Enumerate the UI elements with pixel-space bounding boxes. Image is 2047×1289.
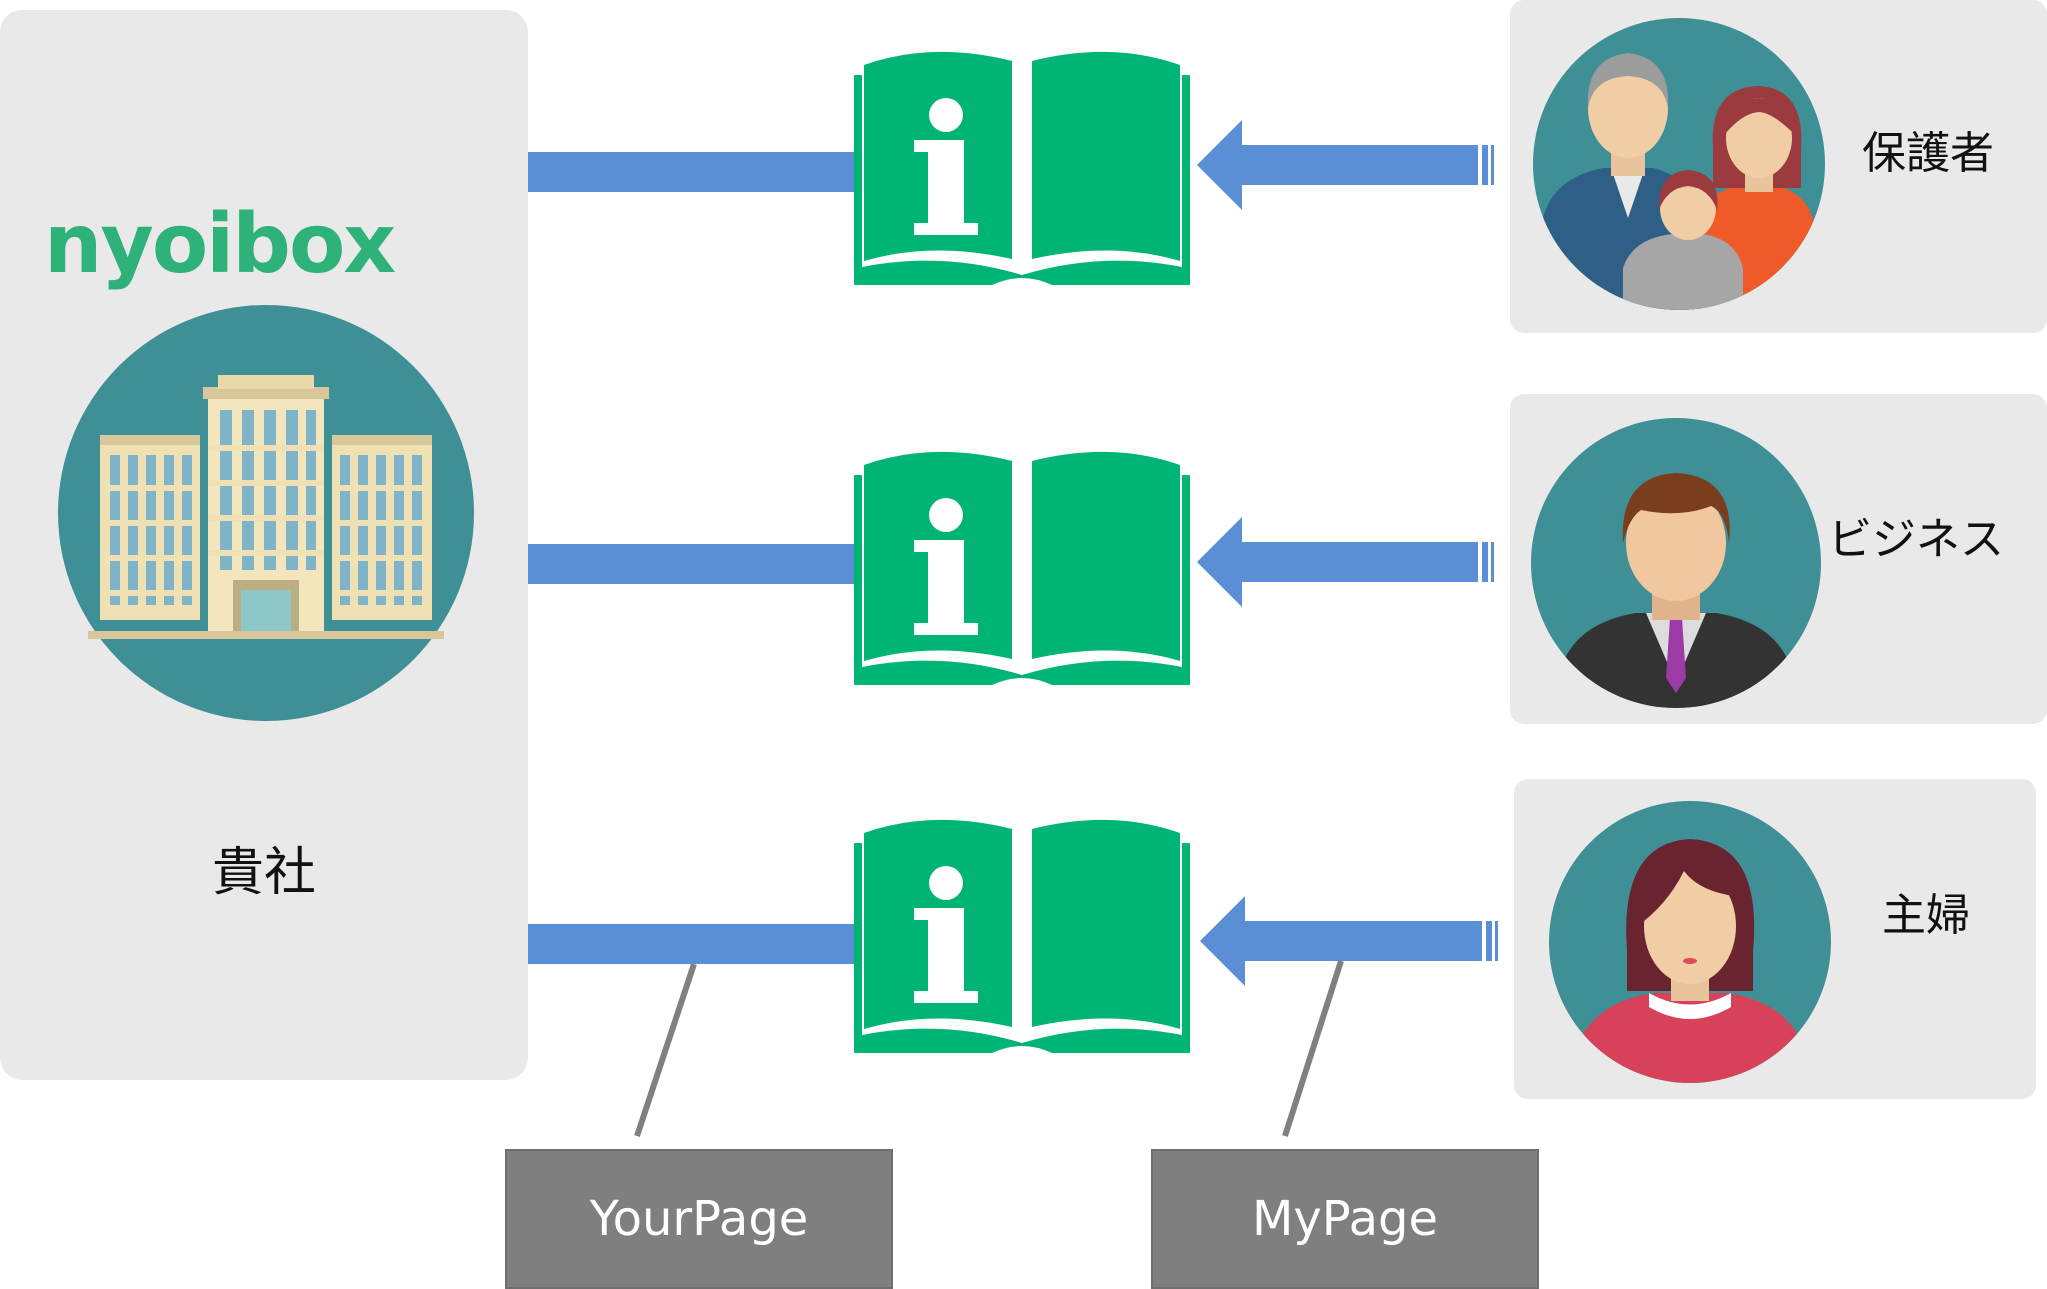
nyoibox-logo: nyoibox [44, 197, 397, 292]
user-arrow [1200, 896, 1498, 986]
woman-icon [1549, 801, 1831, 1083]
businessman-icon [1531, 418, 1821, 708]
info-book-icon [854, 51, 1190, 285]
yourpage-box: YourPage [505, 1149, 893, 1289]
user-label: 保護者 [1862, 128, 1994, 179]
company-link-bar [528, 152, 858, 192]
yourpage-leader-line [634, 963, 697, 1137]
info-book-icon [854, 819, 1190, 1053]
mypage-box: MyPage [1151, 1149, 1539, 1289]
mypage-leader-line [1282, 960, 1344, 1137]
info-book-icon [854, 451, 1190, 685]
user-arrow [1197, 120, 1494, 210]
family-icon [1533, 18, 1825, 310]
user-arrow [1197, 517, 1494, 607]
company-link-bar [528, 924, 858, 964]
user-label: 主婦 [1882, 890, 1970, 941]
company-link-bar [528, 544, 858, 584]
office-building-icon [58, 305, 474, 721]
logo-text: nyoibox [44, 197, 395, 292]
company-label: 貴社 [211, 843, 316, 903]
user-label: ビジネス [1828, 514, 2004, 565]
